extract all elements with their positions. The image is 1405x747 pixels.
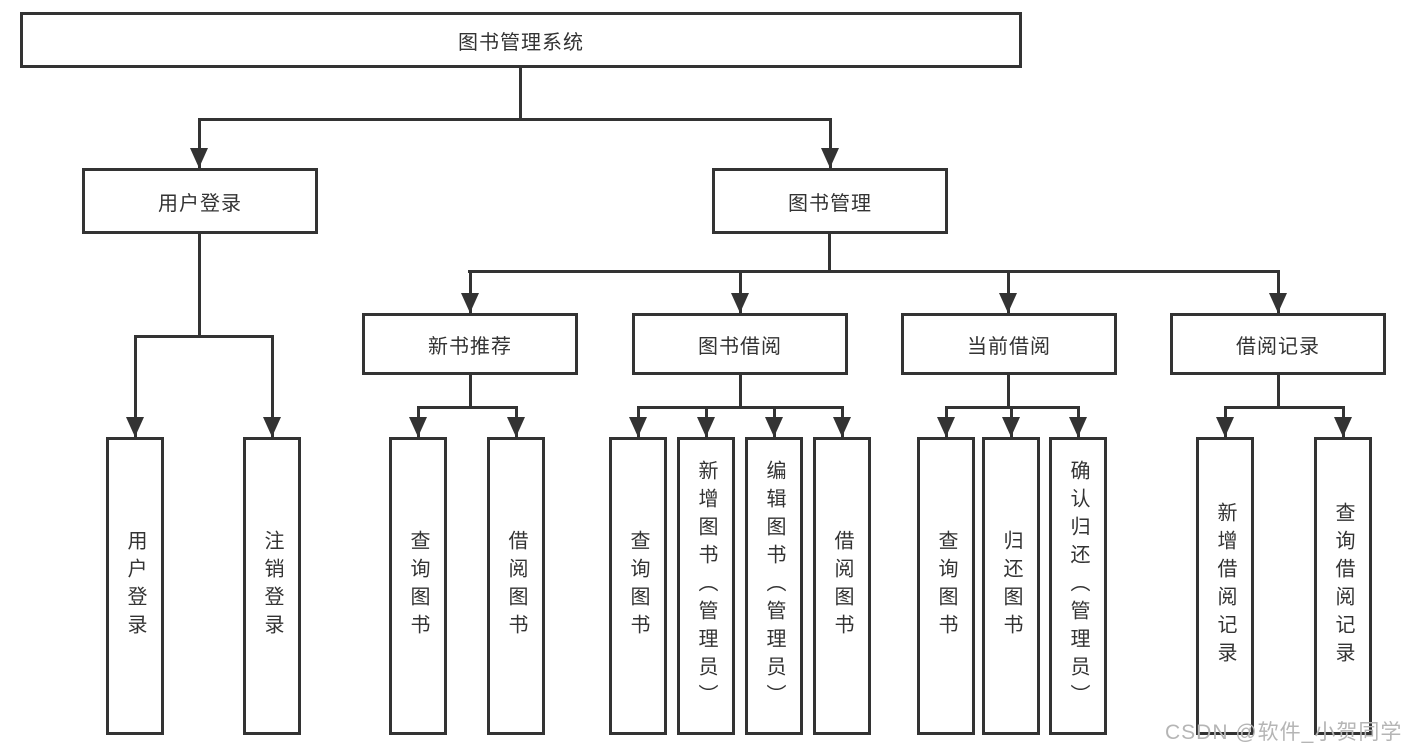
arrowhead-icon (1002, 417, 1020, 437)
leaf-borrow-books: 借阅图书 (813, 437, 871, 735)
leaf-label: 归还图书 (1000, 530, 1022, 642)
leaf-add-books-admin: 新增图书（管理员） (677, 437, 735, 735)
arrowhead-icon (1334, 417, 1352, 437)
connector-drop-book-borrow (739, 270, 742, 313)
arrowhead-icon (461, 293, 479, 313)
connector-drop-borrow-records (1277, 270, 1280, 313)
node-new-book-recommend-label: 新书推荐 (428, 335, 512, 358)
connector-drop-leaf (134, 335, 137, 437)
leaf-query-books-borrowing: 查询图书 (609, 437, 667, 735)
leaf-label: 新增借阅记录 (1214, 502, 1236, 670)
node-borrowing-records: 借阅记录 (1170, 313, 1386, 375)
node-user-login: 用户登录 (82, 168, 318, 234)
leaf-label: 借阅图书 (505, 530, 527, 642)
connector-book-mgmt-stem (828, 234, 831, 271)
arrowhead-icon (821, 148, 839, 168)
leaf-label: 查询图书 (935, 530, 957, 642)
node-user-login-label: 用户登录 (158, 192, 242, 215)
arrowhead-icon (126, 417, 144, 437)
node-book-management-label: 图书管理 (788, 192, 872, 215)
node-borrowing-records-label: 借阅记录 (1236, 335, 1320, 358)
leaf-confirm-return-admin: 确认归还（管理员） (1049, 437, 1107, 735)
leaf-add-borrow-record: 新增借阅记录 (1196, 437, 1254, 735)
leaf-label: 查询图书 (627, 530, 649, 642)
arrowhead-icon (629, 417, 647, 437)
leaf-label: 新增图书（管理员） (695, 460, 717, 712)
node-current-borrowing: 当前借阅 (901, 313, 1117, 375)
arrowhead-icon (409, 417, 427, 437)
node-book-management: 图书管理 (712, 168, 948, 234)
node-book-borrowing-label: 图书借阅 (698, 335, 782, 358)
arrowhead-icon (833, 417, 851, 437)
connector-new-books-bus (417, 406, 518, 409)
node-book-borrowing: 图书借阅 (632, 313, 848, 375)
connector-drop-user-login (198, 118, 201, 168)
arrowhead-icon (731, 293, 749, 313)
connector-drop-new-books (469, 270, 472, 313)
leaf-borrow-books-recommend: 借阅图书 (487, 437, 545, 735)
node-root-label: 图书管理系统 (458, 31, 584, 54)
node-root: 图书管理系统 (20, 12, 1022, 68)
arrowhead-icon (999, 293, 1017, 313)
leaf-query-books-current: 查询图书 (917, 437, 975, 735)
connector-root-bus (198, 118, 832, 121)
arrowhead-icon (1269, 293, 1287, 313)
csdn-watermark: CSDN @软件_小贺同学 (1165, 721, 1403, 744)
connector-drop-current-borrow (1007, 270, 1010, 313)
arrowhead-icon (1216, 417, 1234, 437)
connector-new-books-stem (469, 374, 472, 406)
connector-borrow-records-bus (1224, 406, 1345, 409)
leaf-query-books-recommend: 查询图书 (389, 437, 447, 735)
leaf-user-login: 用户登录 (106, 437, 164, 735)
connector-drop-book-mgmt (829, 118, 832, 168)
leaf-label: 注销登录 (261, 530, 283, 642)
node-current-borrowing-label: 当前借阅 (967, 335, 1051, 358)
arrowhead-icon (1069, 417, 1087, 437)
leaf-label: 查询图书 (407, 530, 429, 642)
leaf-label: 查询借阅记录 (1332, 502, 1354, 670)
arrowhead-icon (263, 417, 281, 437)
connector-drop-leaf (271, 335, 274, 437)
leaf-label: 用户登录 (124, 530, 146, 642)
connector-book-mgmt-bus (468, 270, 1280, 273)
connector-user-login-bus (134, 335, 274, 338)
leaf-label: 确认归还（管理员） (1067, 460, 1089, 712)
connector-borrow-records-stem (1277, 374, 1280, 406)
connector-current-borrow-stem (1007, 374, 1010, 406)
arrowhead-icon (765, 417, 783, 437)
leaf-logout: 注销登录 (243, 437, 301, 735)
arrowhead-icon (190, 148, 208, 168)
connector-root-stem (519, 68, 522, 118)
leaf-label: 借阅图书 (831, 530, 853, 642)
connector-book-borrow-stem (739, 374, 742, 406)
arrowhead-icon (937, 417, 955, 437)
leaf-edit-books-admin: 编辑图书（管理员） (745, 437, 803, 735)
leaf-return-books: 归还图书 (982, 437, 1040, 735)
connector-book-borrow-bus (637, 406, 844, 409)
node-new-book-recommend: 新书推荐 (362, 313, 578, 375)
leaf-query-borrow-record: 查询借阅记录 (1314, 437, 1372, 735)
arrowhead-icon (507, 417, 525, 437)
connector-user-login-stem (198, 234, 201, 335)
leaf-label: 编辑图书（管理员） (763, 460, 785, 712)
arrowhead-icon (697, 417, 715, 437)
